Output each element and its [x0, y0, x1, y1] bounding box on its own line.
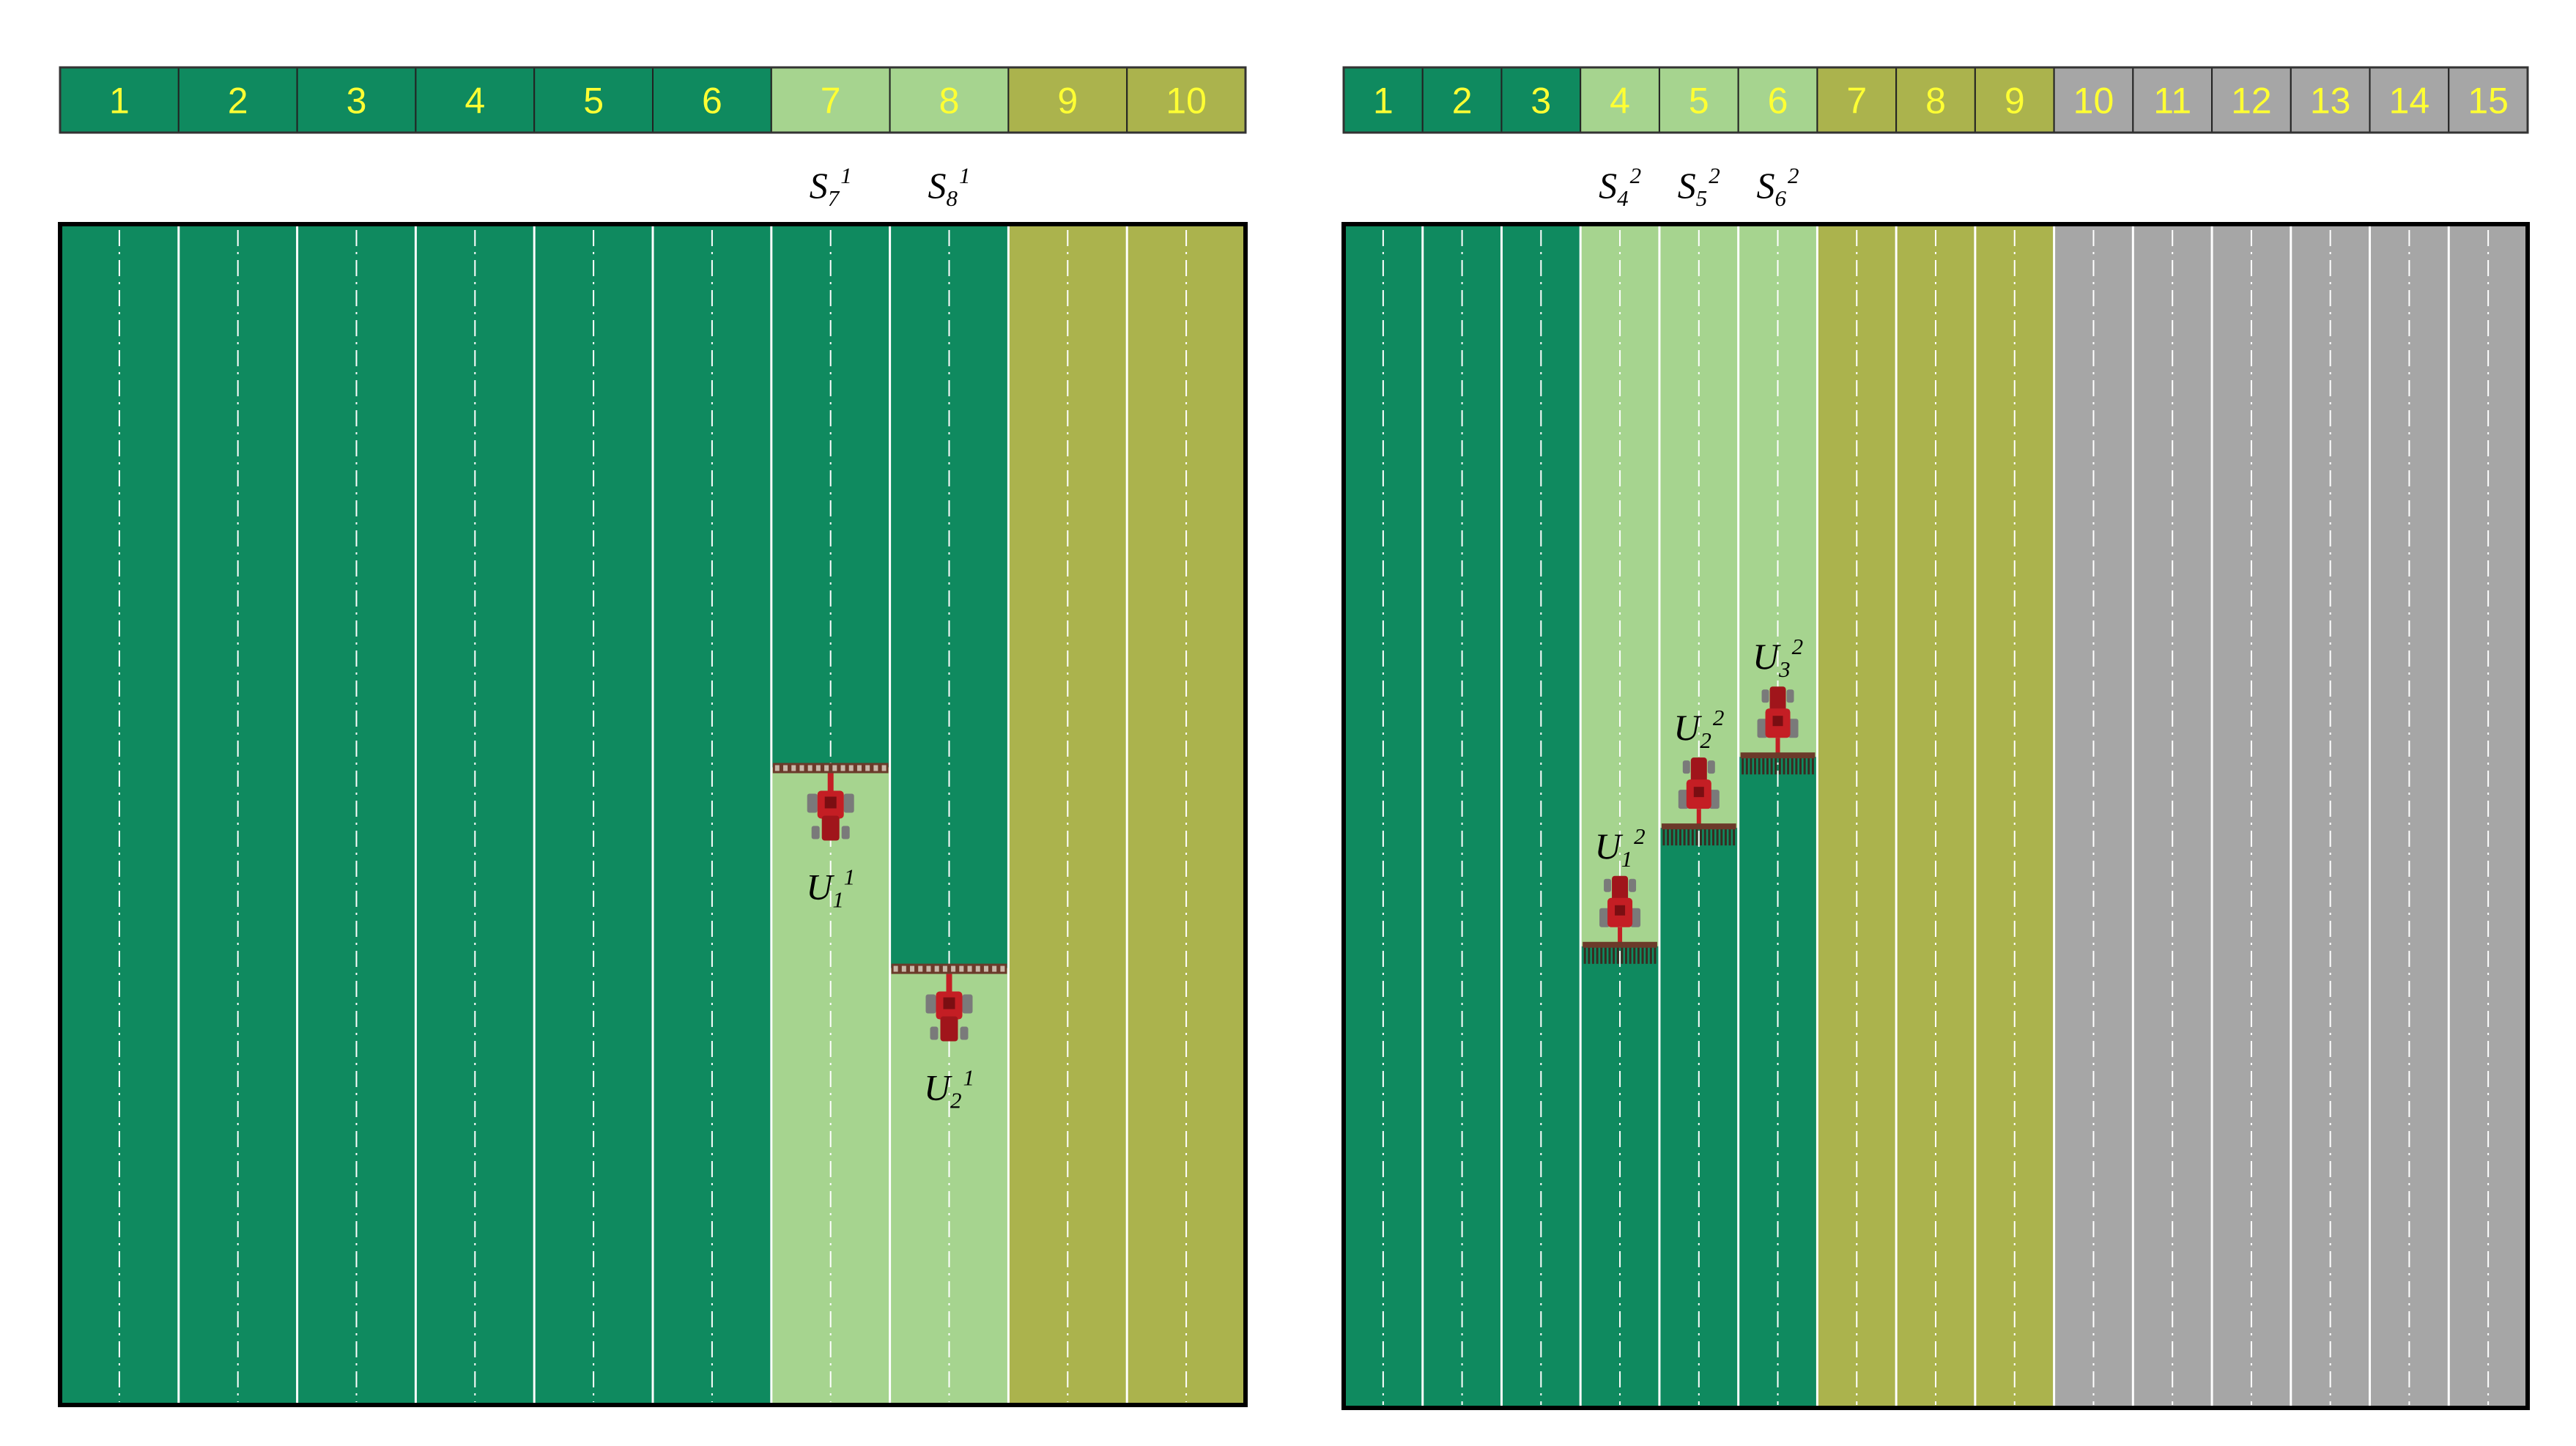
- segment-cell: [1421, 67, 1503, 133]
- tractor-icon: [1740, 686, 1816, 775]
- segment-number: 10: [2073, 81, 2114, 122]
- segment-number: 9: [1057, 81, 1078, 122]
- segment-cell: [1816, 67, 1898, 133]
- segment-cell: [652, 67, 772, 133]
- segment-bar: 1 2 3 4 5 6 7 8 9 10: [59, 66, 1247, 134]
- segment-cell: [2053, 67, 2134, 133]
- tractor-icon: [1661, 757, 1736, 846]
- segment-bar-border: [59, 66, 1247, 134]
- strip-remaining-area: [1580, 224, 1659, 946]
- unit-2: U22: [1661, 705, 1736, 846]
- segment-number: 9: [2005, 81, 2025, 122]
- segment-number: 4: [1610, 81, 1630, 122]
- segment-cell: [1737, 67, 1818, 133]
- tractor-icon: [891, 963, 1007, 1042]
- segment-number: 8: [1925, 81, 1946, 122]
- strip-label: S62: [1757, 163, 1799, 211]
- segment-number: 6: [702, 81, 722, 122]
- segment-number: 7: [821, 81, 841, 122]
- field-border: [1341, 222, 2530, 1410]
- segment-number: 10: [1166, 81, 1207, 122]
- unit-3: U32: [1740, 634, 1816, 775]
- strip-label: S42: [1599, 163, 1641, 211]
- segment-number: 7: [1846, 81, 1867, 122]
- segment-number: 15: [2468, 81, 2509, 122]
- strip-label: S81: [928, 163, 971, 211]
- tractor-icon: [772, 763, 889, 841]
- sprayer-boom-icon: [772, 763, 889, 774]
- strip-label: S52: [1678, 163, 1720, 211]
- segment-number: 11: [2153, 81, 2191, 122]
- unit-label: U32: [1753, 634, 1803, 682]
- segment-number: 3: [1531, 81, 1551, 122]
- segment-number: 14: [2389, 81, 2430, 122]
- segment-number: 8: [939, 81, 960, 122]
- segment-number: 6: [1768, 81, 1788, 122]
- unit-2: U21: [891, 963, 1007, 1113]
- segment-cell: [1658, 67, 1739, 133]
- segment-number: 2: [1452, 81, 1473, 122]
- segment-number: 1: [109, 81, 130, 122]
- unit-1: U12: [1583, 823, 1657, 964]
- segment-number: 5: [1689, 81, 1709, 122]
- tractor-icon: [1583, 875, 1657, 964]
- unit-label: U21: [924, 1065, 974, 1113]
- segment-cell: [1007, 67, 1128, 133]
- unit-label: U12: [1595, 823, 1646, 872]
- cultivator-icon: [1661, 823, 1736, 846]
- segment-cell: [59, 67, 179, 133]
- segment-cell: [1580, 67, 1660, 133]
- strip-worked-area: [771, 224, 890, 768]
- segment-cell: [2448, 67, 2528, 133]
- segment-number: 3: [347, 81, 367, 122]
- unit-label: U11: [806, 864, 855, 913]
- strip-label: S71: [810, 163, 852, 211]
- unit-label: U22: [1673, 705, 1724, 753]
- cultivator-icon: [1583, 941, 1657, 964]
- segment-number: 12: [2231, 81, 2272, 122]
- sprayer-boom-icon: [891, 963, 1007, 974]
- cultivator-icon: [1740, 752, 1816, 775]
- unit-1: U11: [772, 763, 889, 913]
- field-area: [1341, 222, 2530, 1410]
- segment-number: 5: [583, 81, 604, 122]
- segment-cell: [889, 67, 1010, 133]
- segment-number: 1: [1373, 81, 1394, 122]
- segment-cell: [2369, 67, 2450, 133]
- segment-bar-border: [1342, 66, 2529, 134]
- segment-number: 4: [465, 81, 485, 122]
- segment-number: 2: [228, 81, 248, 122]
- segment-cell: [1974, 67, 2055, 133]
- field-border: [58, 222, 1248, 1407]
- field-area: [58, 222, 1248, 1407]
- segment-number: 13: [2310, 81, 2351, 122]
